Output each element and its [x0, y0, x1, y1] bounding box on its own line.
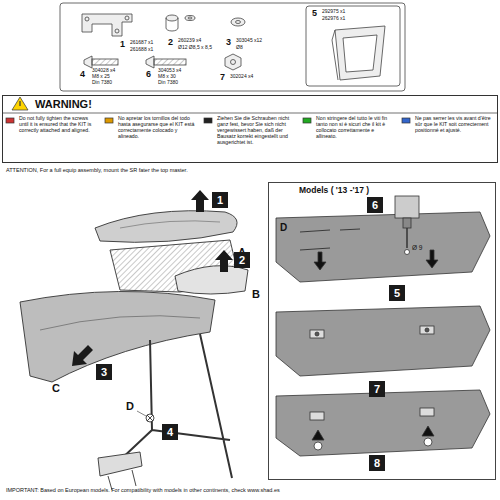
- warning-box: WARNING! Do not fully tighten the screws …: [2, 95, 498, 163]
- step-label: 7: [374, 383, 380, 396]
- step-label: 5: [394, 287, 400, 300]
- step-number: 8: [369, 455, 385, 471]
- part-code: Ø12 Ø8,5 x 8,5: [178, 45, 212, 51]
- part-number: 5: [312, 9, 317, 19]
- step-label: 3: [101, 366, 107, 379]
- heading: WARNING!: [35, 98, 92, 111]
- warning-text: No apretar los tornillos del todo hasta …: [118, 116, 198, 140]
- step-number: 7: [369, 381, 385, 397]
- part-code: ATTENTION, For a full equip assembly, mo…: [6, 167, 188, 173]
- warning-text: Ne pas serrer les vis avant d'être sûr q…: [415, 116, 495, 134]
- inset-panels: [276, 196, 490, 456]
- step-label: 4: [167, 426, 173, 439]
- part-number: 4: [80, 70, 85, 80]
- step-number: 4: [162, 424, 178, 440]
- step-number: 1: [212, 192, 228, 208]
- part-code: Din 7380: [92, 80, 112, 86]
- step-label: 6: [372, 199, 378, 212]
- part-code: 304053 x4: [158, 68, 181, 74]
- letter-label: C: [52, 382, 60, 394]
- models-inset: Models ( '13 -'17 )6 5 7 8: [268, 182, 496, 480]
- step-label: 8: [374, 457, 380, 470]
- part-number: D: [280, 222, 287, 233]
- step-number: 5: [389, 285, 405, 301]
- part-code: M8 x 30: [158, 74, 176, 80]
- part-number: 1: [120, 40, 125, 50]
- part-code: Din 7380: [158, 80, 178, 86]
- step-label: 1: [217, 194, 223, 207]
- motion-arrows: [72, 190, 233, 366]
- warning-text: Ziehen Sie die Schrauben nicht ganz fest…: [217, 116, 297, 146]
- part-code: 262976 x1: [322, 16, 345, 22]
- motorcycle-tail: [20, 211, 248, 490]
- step-number: 3: [96, 364, 112, 380]
- part-code: Ø8: [236, 45, 243, 51]
- part-code: IMPORTANT: Based on European models. For…: [6, 487, 280, 493]
- step-number: 6: [367, 197, 383, 213]
- part-number: 2: [168, 38, 173, 48]
- letter-label: B: [252, 288, 260, 300]
- part-code: 302024 x4: [230, 74, 253, 80]
- part-code: 260239 x4: [178, 38, 201, 44]
- part-number: 7: [220, 73, 225, 83]
- warning-text: Non stringere del tutto le viti fin tant…: [316, 116, 396, 140]
- heading: Models ( '13 -'17 ): [299, 186, 369, 196]
- letter-label: D: [126, 400, 134, 412]
- step-number: 2: [234, 252, 250, 268]
- part-code: 304028 x4: [92, 68, 115, 74]
- part-number: 3: [226, 38, 231, 48]
- part-code: 303045 x12: [236, 38, 262, 44]
- part-code: 261688 x1: [130, 47, 153, 53]
- parts-panel: [60, 3, 405, 91]
- warning-text: Do not fully tighten the screws until it…: [19, 116, 99, 134]
- part-code: Ø 9: [412, 244, 422, 251]
- part-code: 292975 x1: [322, 9, 345, 15]
- part-number: 6: [146, 70, 151, 80]
- part-code: M8 x 25: [92, 74, 110, 80]
- step-label: 2: [239, 254, 245, 267]
- part-code: 261687 x1: [130, 40, 153, 46]
